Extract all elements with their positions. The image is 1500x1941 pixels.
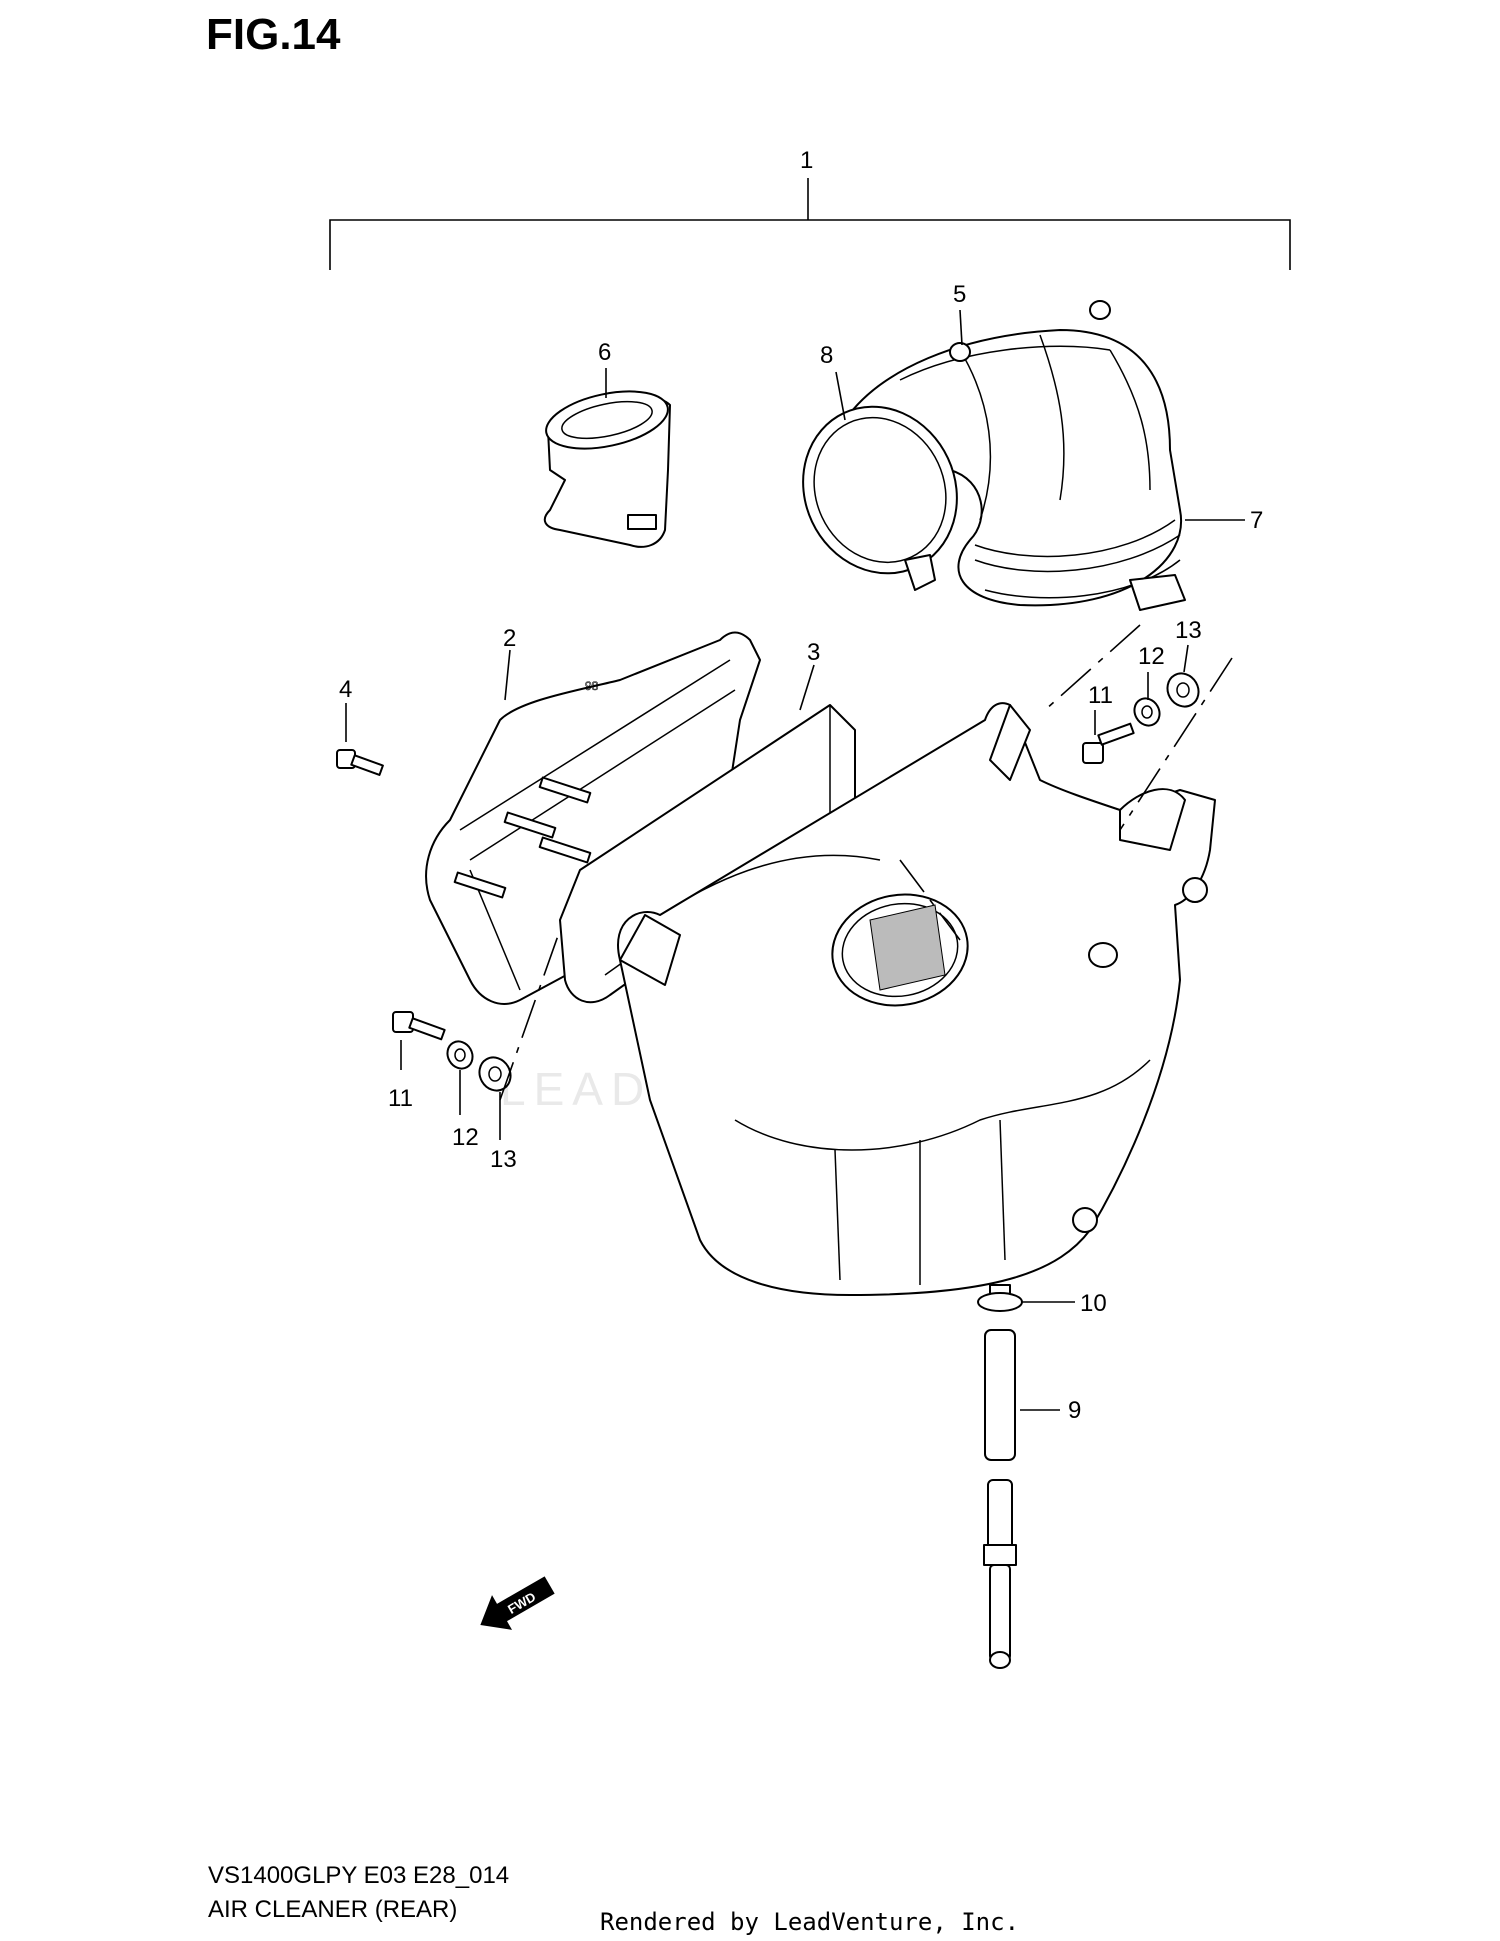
leader-lines [345, 309, 1245, 1411]
callout-6: 6 [598, 339, 611, 366]
callout-8: 8 [820, 342, 833, 369]
callout-4: 4 [339, 676, 352, 703]
callout-5: 5 [953, 281, 966, 308]
callout-12-left: 12 [452, 1124, 479, 1151]
callout-1: 1 [800, 147, 813, 174]
part-12-washer-left [446, 1040, 474, 1070]
part-13-washer-left [478, 1056, 512, 1092]
part-10-hose-clip [977, 1292, 1023, 1312]
assembly-bracket [329, 178, 1291, 270]
section-name: AIR CLEANER (REAR) [208, 1896, 458, 1923]
part-12-washer-right [1133, 697, 1161, 727]
callout-labels: 1 2 3 4 5 6 7 8 9 10 11 11 12 12 13 13 [339, 147, 1263, 1424]
callout-7: 7 [1250, 507, 1263, 534]
part-6-intake-funnel [543, 390, 671, 548]
callout-13-left: 13 [490, 1146, 517, 1173]
svg-text:98: 98 [585, 679, 599, 693]
part-9-drain-hose [983, 1329, 1017, 1669]
callout-12-right: 12 [1138, 643, 1165, 670]
fwd-arrow-icon: FWD [480, 1576, 555, 1630]
callout-9: 9 [1068, 1397, 1081, 1424]
part-11-bolt-left [392, 1011, 446, 1041]
callout-10: 10 [1080, 1290, 1107, 1317]
callout-11-right: 11 [1088, 682, 1113, 709]
part-7-elbow-duct [844, 300, 1186, 611]
part-4-bolt [336, 749, 384, 776]
part-13-washer-right [1166, 672, 1200, 708]
main-cleaner-case [617, 702, 1216, 1304]
figure-title: FIG.14 [206, 10, 341, 59]
callout-11-left: 11 [388, 1085, 413, 1112]
rendered-by-credit: Rendered by LeadVenture, Inc. [600, 1908, 1020, 1936]
callout-3: 3 [807, 639, 820, 666]
callout-2: 2 [503, 625, 516, 652]
callout-13-right: 13 [1175, 617, 1202, 644]
part-11-bolt-right [1082, 722, 1135, 764]
model-code: VS1400GLPY E03 E28_014 [208, 1862, 510, 1889]
